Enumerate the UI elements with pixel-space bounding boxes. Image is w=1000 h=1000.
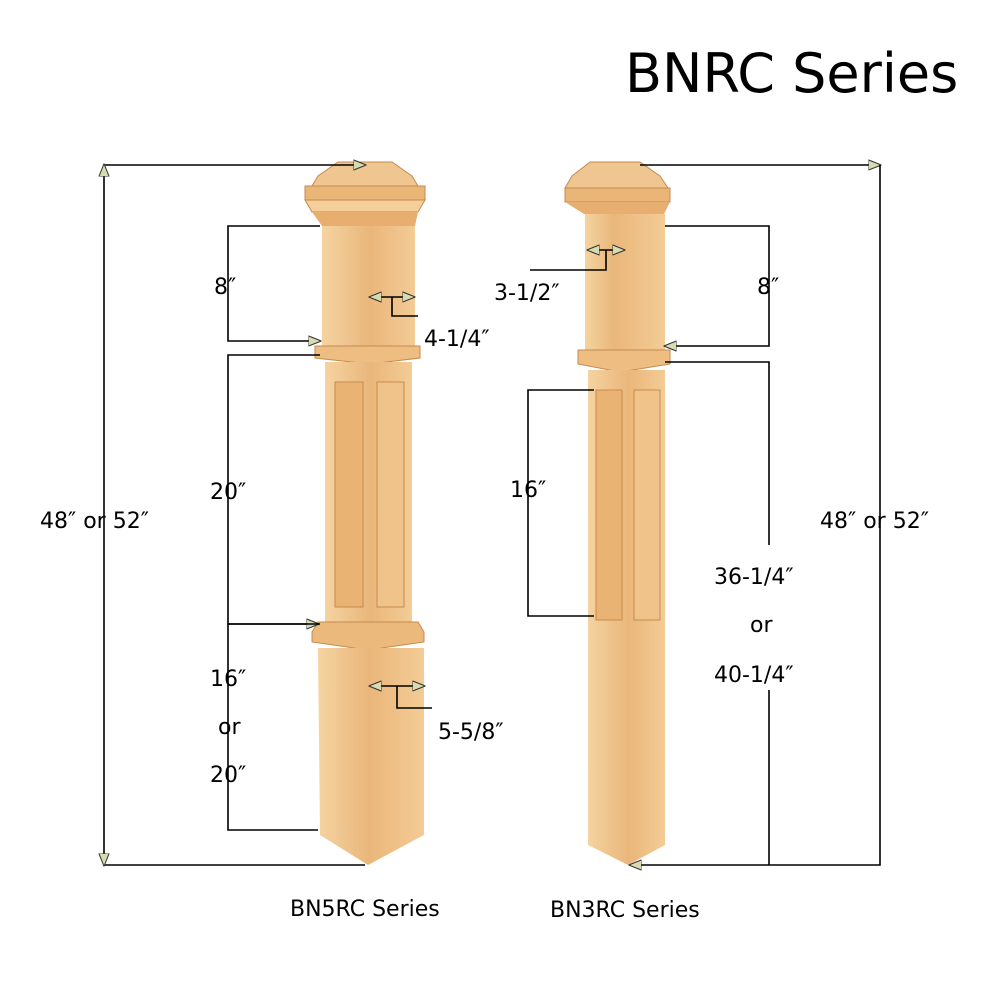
right-lower-height-line2: or xyxy=(750,613,773,638)
right-overall-height-label: 48″ or 52″ xyxy=(820,509,929,534)
right-dimension-lines xyxy=(527,165,880,865)
right-lower-height-line1: 36-1/4″ xyxy=(714,565,794,590)
left-overall-height-label: 48″ or 52″ xyxy=(40,509,149,534)
left-base-height-line3: 20″ xyxy=(210,763,246,788)
left-base-width-label: 5-5/8″ xyxy=(438,720,504,745)
right-top-width-label: 3-1/2″ xyxy=(494,281,560,306)
right-panel-section-label: 16″ xyxy=(510,478,546,503)
bn3rc-post-image xyxy=(564,161,671,865)
left-top-section-label: 8″ xyxy=(214,275,236,300)
left-dimension-lines xyxy=(104,165,432,865)
page-title: BNRC Series xyxy=(625,42,958,105)
left-base-height-line1: 16″ xyxy=(210,667,246,692)
right-top-section-label: 8″ xyxy=(757,275,779,300)
right-lower-height-line3: 40-1/4″ xyxy=(714,663,794,688)
bn5rc-post-image xyxy=(304,161,426,865)
left-top-width-label: 4-1/4″ xyxy=(424,327,490,352)
left-base-height-line2: or xyxy=(218,715,241,740)
left-panel-section-label: 20″ xyxy=(210,480,246,505)
right-post-name: BN3RC Series xyxy=(550,898,700,923)
left-post-name: BN5RC Series xyxy=(290,897,440,922)
